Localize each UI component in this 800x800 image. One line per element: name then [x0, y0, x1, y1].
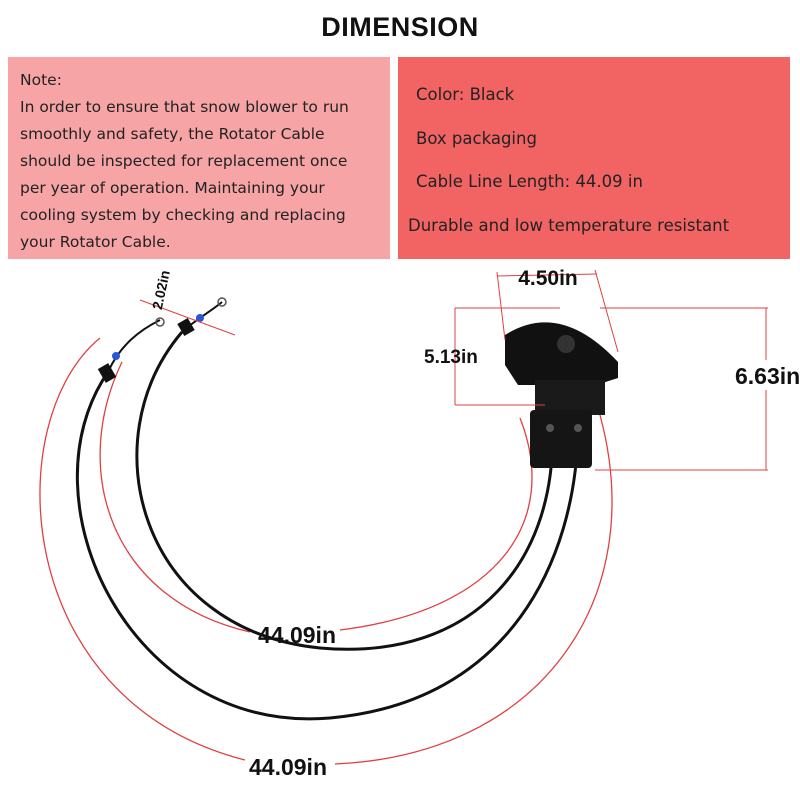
rotator-plate — [505, 322, 618, 385]
note-line: your Rotator Cable. — [20, 233, 171, 251]
feature-cable-length: Cable Line Length: 44.09 in — [416, 172, 643, 191]
page-title: DIMENSION — [321, 12, 479, 42]
connector-icon — [196, 314, 204, 322]
feature-packaging: Box packaging — [416, 129, 537, 148]
bolt-icon — [546, 424, 554, 432]
features-panel: Color: Black Box packaging Cable Line Le… — [398, 57, 790, 259]
clip-icon — [97, 363, 117, 383]
bolt-icon — [574, 424, 582, 432]
total-height-label: 6.63in — [735, 363, 800, 389]
cable-eyelet-icon — [217, 297, 227, 307]
end-length-label: 2.02in — [149, 269, 173, 311]
inner-cable — [135, 331, 555, 651]
rotator-base — [530, 410, 592, 468]
clip-icon — [177, 317, 195, 337]
outer-cable-dimension-arc — [39, 337, 246, 761]
connector-icon — [112, 352, 120, 360]
note-line: should be inspected for replacement once — [20, 152, 348, 170]
total-height-label-bg — [733, 360, 795, 390]
bolt-icon — [557, 335, 575, 353]
feature-durability: Durable and low temperature resistant — [408, 216, 730, 235]
cable-eyelet-icon — [155, 317, 165, 327]
note-line: smoothly and safety, the Rotator Cable — [20, 125, 325, 143]
outer-cable-dimension-arc-right — [334, 414, 613, 765]
inner-cable-length-label: 44.09in — [258, 622, 336, 648]
end-length-dimension-line — [139, 299, 236, 336]
width-extension-right — [594, 269, 619, 353]
rotator-bracket — [535, 380, 605, 415]
outer-cable-end — [107, 319, 161, 373]
note-panel: Note: In order to ensure that snow blowe… — [8, 57, 390, 259]
inner-cable-dimension-arc — [99, 361, 251, 633]
width-extension-left — [496, 271, 506, 341]
inner-height-label: 5.13in — [424, 347, 478, 368]
outer-cable — [75, 371, 580, 721]
note-line: In order to ensure that snow blower to r… — [20, 98, 349, 116]
width-dimension-line — [496, 273, 598, 277]
note-line: per year of operation. Maintaining your — [20, 179, 325, 197]
note-line: cooling system by checking and replacing — [20, 206, 346, 224]
note-heading: Note: — [20, 71, 62, 89]
inner-cable-dimension-arc-right — [339, 417, 533, 631]
width-label: 4.50in — [518, 267, 578, 290]
feature-color: Color: Black — [416, 85, 515, 104]
outer-cable-length-label: 44.09in — [249, 754, 327, 780]
